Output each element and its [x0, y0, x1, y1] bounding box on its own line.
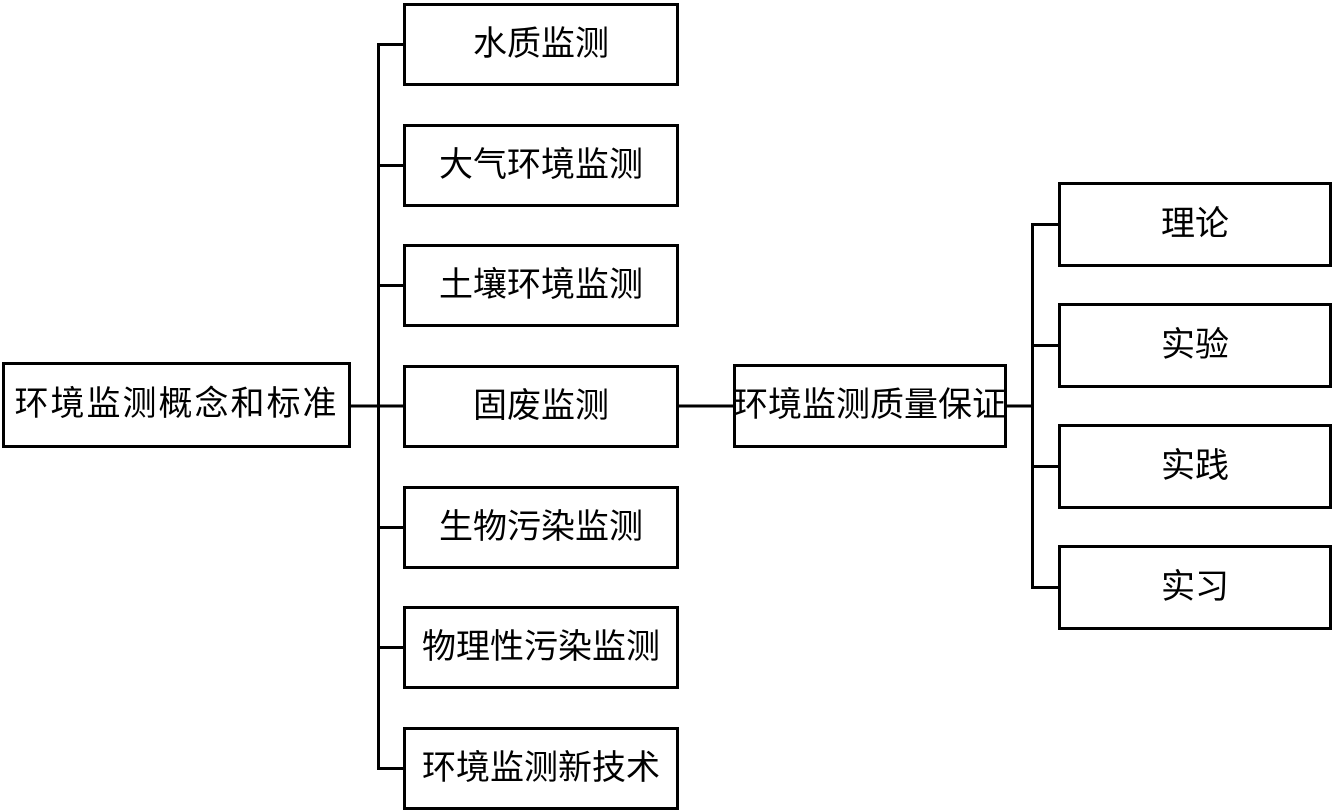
node-air-environment-monitoring: 大气环境监测: [403, 124, 679, 207]
node-theory: 理论: [1058, 182, 1332, 267]
node-concepts-and-standards: 环境监测概念和标准: [2, 362, 351, 448]
node-soil-environment-monitoring: 土壤环境监测: [403, 244, 679, 327]
node-new-monitoring-technology: 环境监测新技术: [403, 727, 679, 810]
node-internship: 实习: [1058, 545, 1332, 630]
node-experiment: 实验: [1058, 303, 1332, 388]
node-quality-assurance: 环境监测质量保证: [733, 364, 1007, 448]
node-physical-pollution-monitoring: 物理性污染监测: [403, 606, 679, 689]
node-biological-pollution-monitoring: 生物污染监测: [403, 486, 679, 569]
node-solid-waste-monitoring: 固废监测: [403, 365, 679, 448]
node-practice: 实践: [1058, 424, 1332, 509]
node-water-quality-monitoring: 水质监测: [403, 3, 679, 86]
